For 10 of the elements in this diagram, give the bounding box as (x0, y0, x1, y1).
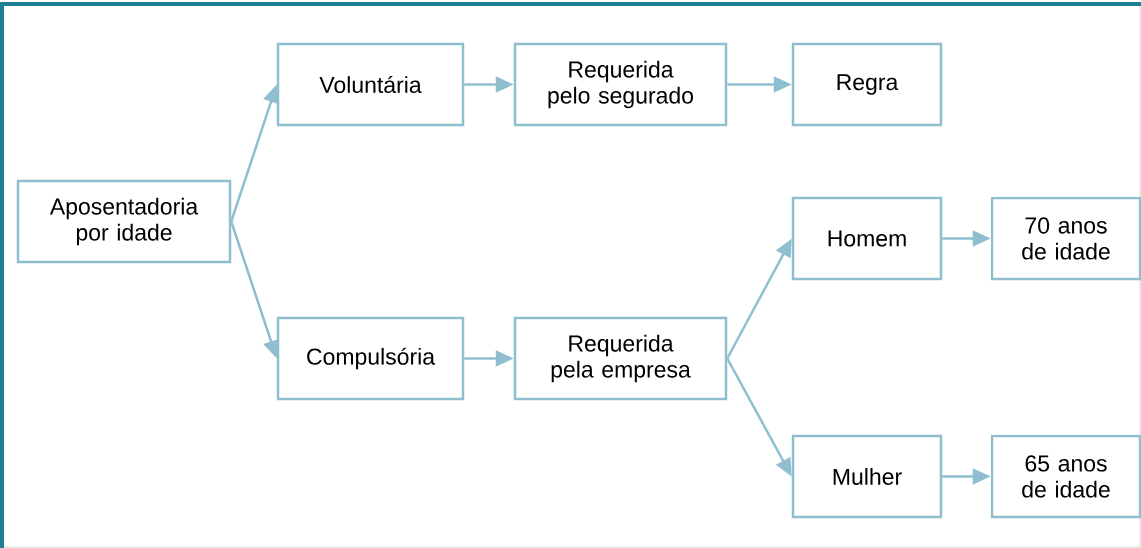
process-box: 70 anos de idade (990, 196, 1141, 281)
process-box: Regra (791, 42, 943, 127)
process-box: Voluntária (276, 42, 465, 127)
process-box: Mulher (791, 434, 943, 519)
process-box: Compulsória (276, 316, 465, 401)
process-box: Homem (791, 196, 943, 281)
process-box: Requerida pela empresa (513, 316, 728, 401)
process-box: 65 anos de idade (990, 434, 1141, 519)
process-box: Requerida pelo segurado (513, 42, 728, 127)
process-box: Aposentadoria por idade (16, 179, 232, 264)
